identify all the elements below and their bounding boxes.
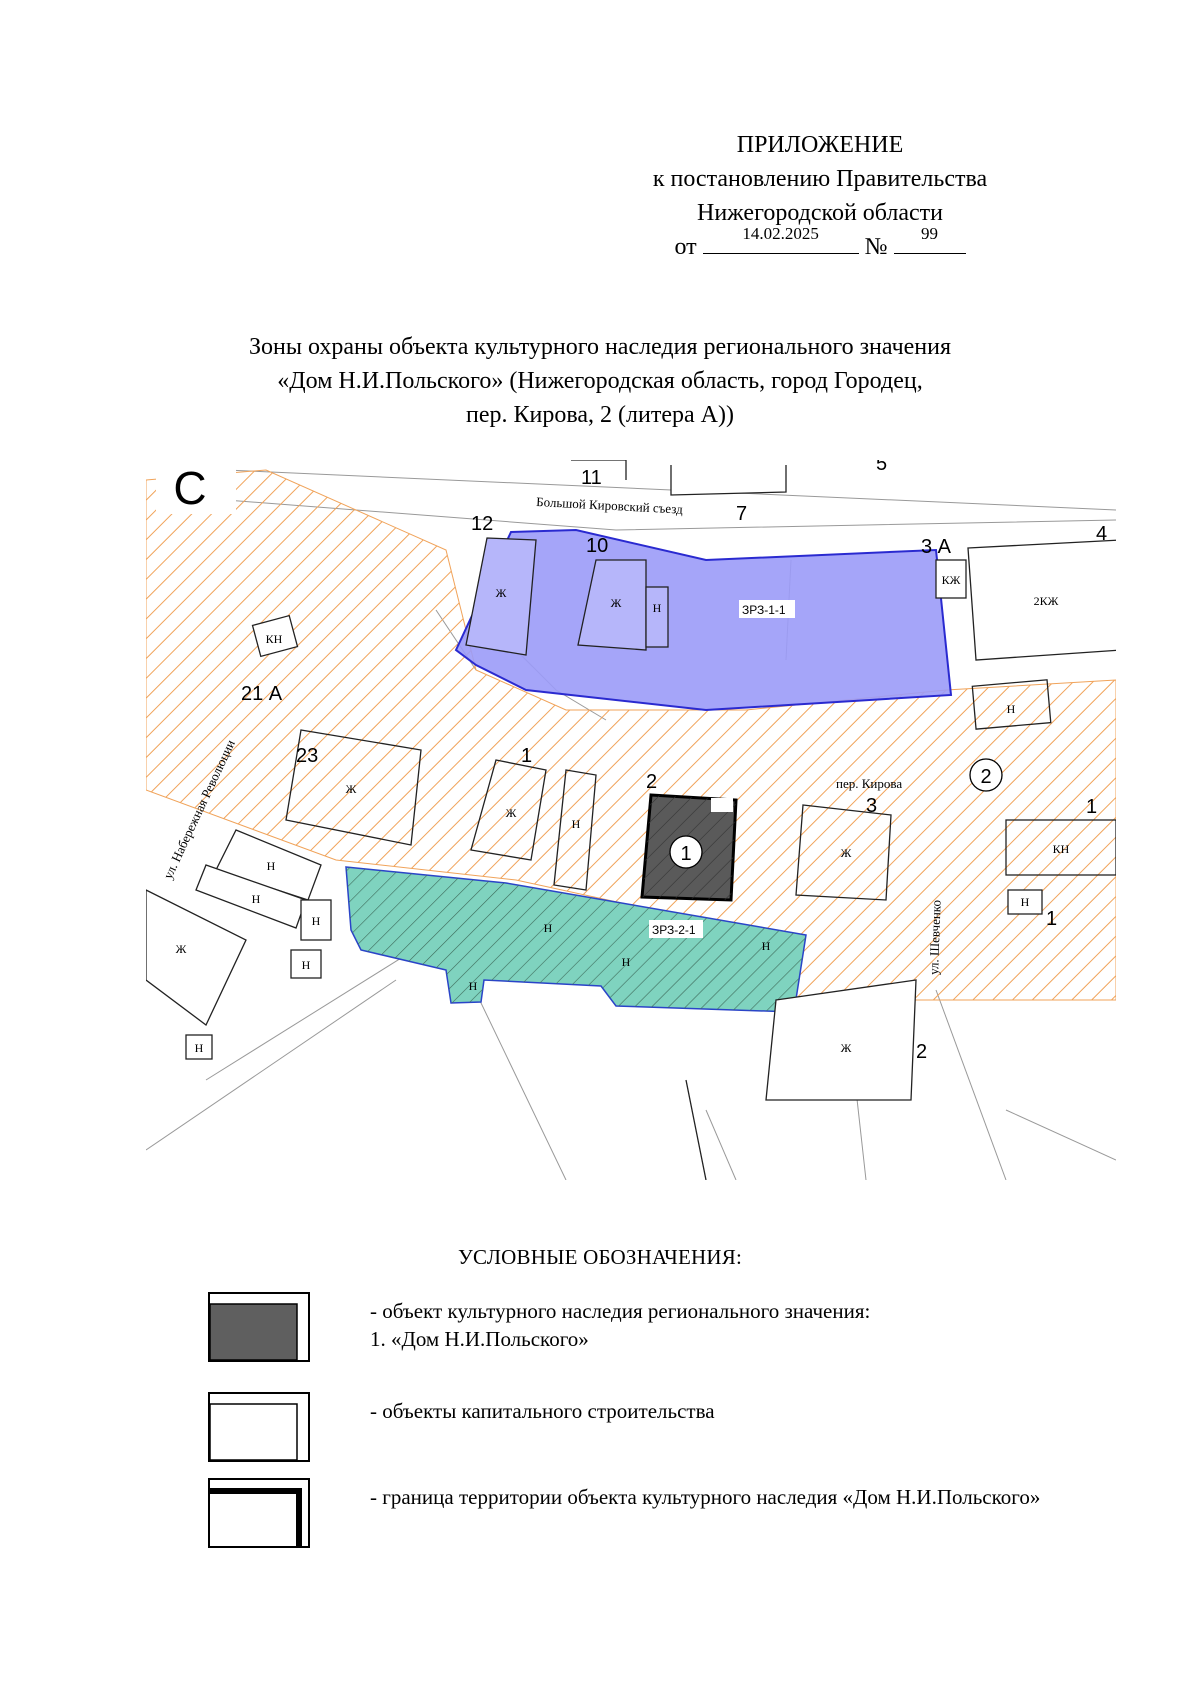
- code-n-green-3: Н: [762, 939, 771, 953]
- code-n-green-2: Н: [622, 955, 631, 969]
- code-n-2: Н: [572, 817, 581, 831]
- house-number-2b: 2: [916, 1041, 927, 1063]
- code-2kzh: 2КЖ: [1034, 594, 1059, 608]
- number-label: №: [864, 234, 888, 260]
- building-kn-left: [251, 614, 299, 658]
- legend-item-heritage-line2: 1. «Дом Н.И.Польского»: [370, 1327, 589, 1351]
- house-number-4: 4: [1096, 523, 1107, 545]
- code-zh-3: Ж: [346, 782, 357, 796]
- code-kzh: КЖ: [942, 573, 961, 587]
- house-number-11: 11: [581, 467, 602, 489]
- label-zrz-2-1: ЗРЗ-2-1: [652, 923, 696, 937]
- from-label: от: [674, 234, 697, 260]
- title-line2: «Дом Н.И.Польского» (Нижегородская облас…: [277, 368, 923, 394]
- building-n-4: [195, 864, 307, 929]
- number-value: 99: [921, 224, 939, 243]
- code-zh-4: Ж: [506, 806, 517, 820]
- street-kirov-lane: пер. Кирова: [836, 776, 902, 791]
- appendix-header: ПРИЛОЖЕНИЕ к постановлению Правительства…: [560, 128, 1080, 264]
- building-n-5: [300, 899, 332, 941]
- house-number-5: 5: [876, 460, 887, 475]
- house-number-1c: 1: [1046, 908, 1057, 930]
- code-n-7: Н: [195, 1041, 204, 1055]
- code-n-5: Н: [312, 914, 321, 928]
- zone-zrz-1-1: [454, 528, 953, 712]
- title-line1: Зоны охраны объекта культурного наследия…: [248, 334, 952, 360]
- code-n-6: Н: [302, 958, 311, 972]
- house-number-3a: 3 А: [921, 536, 952, 558]
- building-kzh: [935, 559, 967, 599]
- code-n-small: Н: [1021, 895, 1030, 909]
- code-n-green-4: Н: [469, 979, 478, 993]
- building-zh-4: [470, 759, 547, 861]
- date-field: 14.02.2025: [702, 224, 859, 254]
- code-kn-left: КН: [266, 632, 283, 646]
- number-field: 99: [893, 224, 966, 254]
- building-n-right: [971, 679, 1052, 730]
- date-number-row: от 14.02.2025 № 99: [560, 224, 1080, 264]
- protection-zone-hatched: [146, 469, 1116, 1001]
- appendix-line3: Нижегородской области: [696, 200, 944, 226]
- legend-item-heritage: - объект культурного наследия региональн…: [370, 1297, 1135, 1353]
- marker-2: 2: [980, 766, 991, 788]
- code-zh-2: Ж: [611, 596, 622, 610]
- building-n-2: [553, 769, 597, 891]
- building-n-small-right: [1007, 889, 1043, 915]
- house-number-1a: 1: [521, 745, 532, 767]
- building-n-7: [185, 1034, 213, 1060]
- building-n-1: [645, 586, 669, 648]
- label-zrz-1-1: ЗРЗ-1-1: [742, 603, 786, 617]
- appendix-line2: к постановлению Правительства: [652, 166, 988, 192]
- appendix-title: ПРИЛОЖЕНИЕ: [736, 132, 904, 158]
- legend-item-buildings: - объекты капитального строительства: [370, 1399, 715, 1423]
- building-zh-7: [765, 979, 917, 1101]
- building-2kzh: [967, 539, 1116, 661]
- code-zh-7: Ж: [841, 1041, 852, 1055]
- code-n-green-1: Н: [544, 921, 553, 935]
- building-n-6: [290, 949, 322, 979]
- code-n-4: Н: [252, 892, 261, 906]
- legend-item-boundary: - граница территории объекта культурного…: [370, 1485, 1041, 1509]
- code-n-right: Н: [1007, 702, 1016, 716]
- code-n-3: Н: [267, 859, 276, 873]
- code-zh-1: Ж: [496, 586, 507, 600]
- code-zh-6: Ж: [176, 942, 187, 956]
- marker-1: 1: [680, 843, 691, 865]
- house-number-2: 2: [646, 771, 657, 793]
- legend-swatch-heritage: [208, 1292, 310, 1362]
- legend-title: УСЛОВНЫЕ ОБОЗНАЧЕНИЯ:: [457, 1245, 743, 1269]
- legend-swatch-buildings: [208, 1392, 310, 1462]
- title-line3: пер. Кирова, 2 (литера А)): [466, 402, 734, 428]
- code-kn-right: КН: [1053, 842, 1070, 856]
- house-number-21a: 21 А: [241, 683, 283, 705]
- house-number-7: 7: [736, 503, 747, 525]
- north-label: С: [173, 462, 206, 514]
- date-value: 14.02.2025: [742, 224, 819, 243]
- legend-swatch-boundary: [208, 1478, 310, 1548]
- legend-item-heritage-line1: - объект культурного наследия региональн…: [370, 1299, 871, 1323]
- house-number-12: 12: [471, 513, 493, 535]
- building-zh-2: [577, 559, 647, 651]
- building-zh-3: [285, 729, 422, 846]
- house-number-10: 10: [586, 535, 608, 557]
- street-shevchenko: ул. Шевченко: [926, 900, 944, 975]
- building-zh-6: [146, 889, 247, 1026]
- zone-map: 1 2 Большой Кировский съезд пер. Кирова …: [146, 460, 1116, 1180]
- house-number-1b: 1: [1086, 796, 1097, 818]
- code-zh-5: Ж: [841, 846, 852, 860]
- building-zh-1: [465, 537, 537, 656]
- building-zh-5: [795, 804, 892, 901]
- code-n-1: Н: [653, 601, 662, 615]
- house-number-23: 23: [296, 745, 318, 767]
- building-kn-right: [1005, 819, 1116, 876]
- document-title: Зоны охраны объекта культурного наследия…: [150, 330, 1050, 432]
- house-number-3: 3: [866, 795, 877, 817]
